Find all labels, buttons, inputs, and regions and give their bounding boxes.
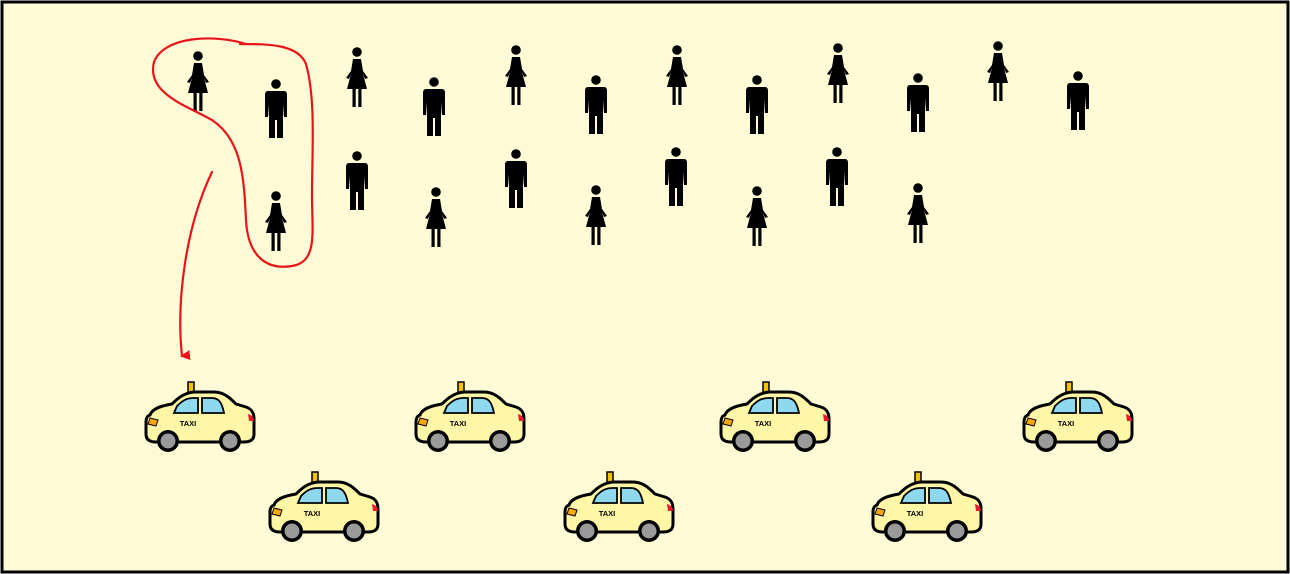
taxi-label: TAXI	[599, 509, 616, 518]
taxi-label: TAXI	[304, 509, 321, 518]
taxi-label: TAXI	[907, 509, 924, 518]
taxi-label: TAXI	[755, 419, 772, 428]
taxi-label: TAXI	[180, 419, 197, 428]
taxi-label: TAXI	[1058, 419, 1075, 428]
taxi-label: TAXI	[450, 419, 467, 428]
